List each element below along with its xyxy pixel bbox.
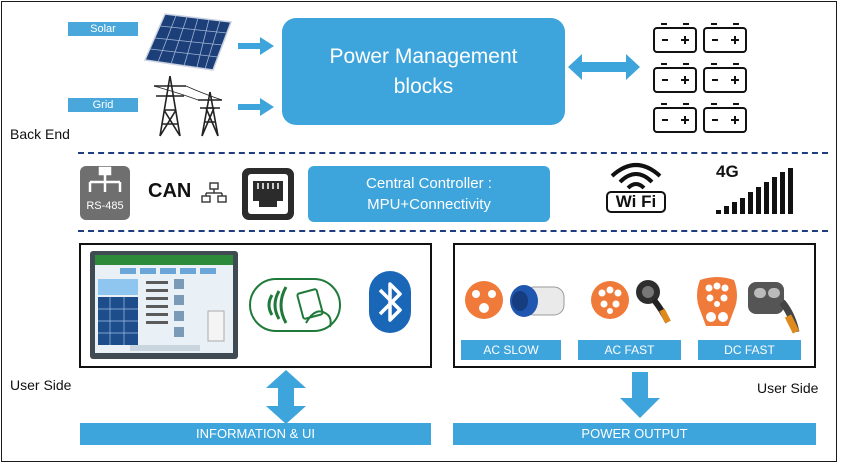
ac-fast-socket-icon xyxy=(590,280,630,320)
touchscreen-display-icon xyxy=(90,251,238,359)
user-side-label-right: User Side xyxy=(757,380,819,396)
controller-line-2: MPU+Connectivity xyxy=(367,196,491,213)
controller-line-1: Central Controller : xyxy=(366,175,492,192)
power-output-arrow-icon xyxy=(620,372,660,418)
grid-arrow-icon xyxy=(238,98,274,116)
grid-tower-icon xyxy=(150,74,230,138)
solar-panel-icon xyxy=(143,12,233,74)
wifi-label: Wi Fi xyxy=(606,191,666,213)
can-label: CAN xyxy=(148,180,192,202)
user-side-label-left: User Side xyxy=(10,377,72,393)
power-block-line-1: Power Management xyxy=(329,44,518,68)
divider-top xyxy=(78,152,828,154)
bidirectional-arrow-icon xyxy=(568,54,640,80)
nfc-card-icon xyxy=(246,275,346,335)
signal-bars-icon xyxy=(714,168,798,216)
rs485-label: RS-485 xyxy=(86,200,124,212)
divider-bottom xyxy=(78,230,828,232)
network-icon xyxy=(201,182,227,204)
back-end-label: Back End xyxy=(10,126,70,142)
dc-fast-label: DC FAST xyxy=(698,340,801,360)
info-updown-arrow-icon xyxy=(266,370,306,424)
grid-tag: Grid xyxy=(68,98,138,112)
power-management-block: Power Management blocks xyxy=(282,18,565,125)
solar-arrow-icon xyxy=(238,37,274,55)
ac-fast-plug-icon xyxy=(634,278,674,324)
ac-fast-label: AC FAST xyxy=(578,340,681,360)
information-ui-bar: INFORMATION & UI xyxy=(80,423,431,445)
ac-slow-label: AC SLOW xyxy=(461,340,561,360)
central-controller-block: Central Controller : MPU+Connectivity xyxy=(308,166,550,222)
rs485-icon: RS-485 xyxy=(80,166,130,220)
power-output-bar: POWER OUTPUT xyxy=(453,423,816,445)
ac-slow-socket-icon xyxy=(464,280,504,320)
ac-slow-plug-icon xyxy=(508,283,566,319)
battery-bank-icon xyxy=(652,22,752,134)
wifi-icon: Wi Fi xyxy=(604,160,668,216)
bluetooth-icon xyxy=(368,270,412,334)
ethernet-port-icon xyxy=(241,167,295,221)
dc-fast-plug-icon xyxy=(744,276,800,334)
lte-label: 4G xyxy=(716,162,739,181)
dc-fast-socket-icon xyxy=(694,276,740,330)
solar-tag: Solar xyxy=(68,22,138,36)
power-block-line-2: blocks xyxy=(393,74,454,98)
